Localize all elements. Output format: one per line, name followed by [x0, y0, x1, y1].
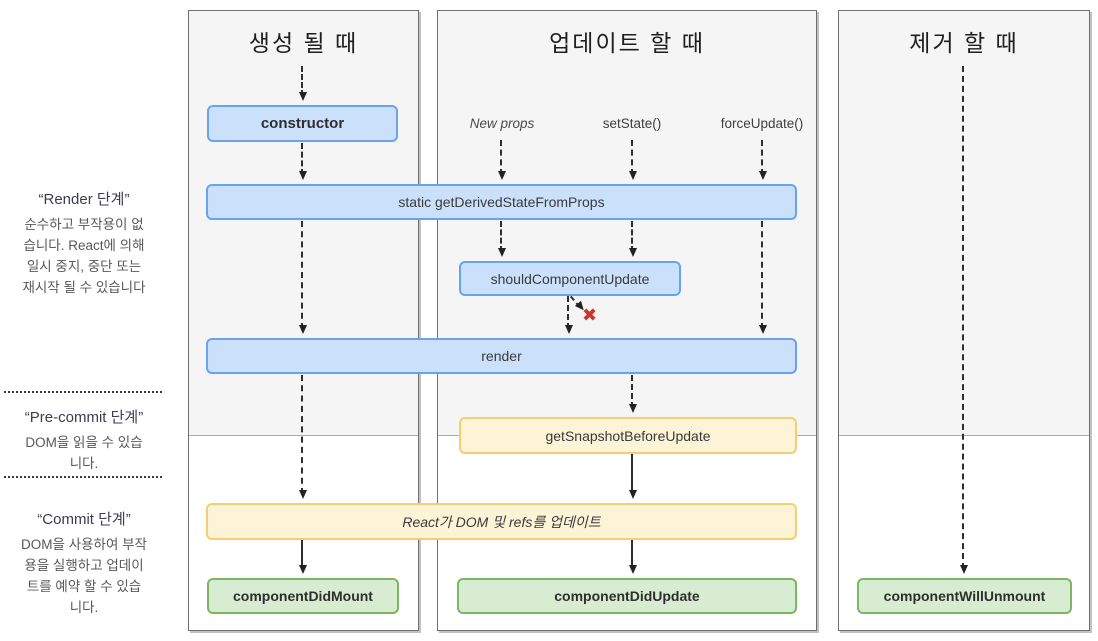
arrow-render-to-getsnapshot	[629, 375, 637, 413]
node-component-did-update[interactable]: componentDidUpdate	[457, 578, 797, 614]
node-component-did-mount[interactable]: componentDidMount	[207, 578, 399, 614]
phase-title: “Pre-commit 단계”	[24, 409, 144, 426]
arrow-forceupdate-to-render	[759, 221, 767, 334]
arrow-getderived-to-shouldupdate-right	[629, 221, 637, 257]
render-phase-background	[839, 11, 1089, 436]
trigger-new-props: New props	[469, 116, 535, 131]
phase-label-commit: “Commit 단계” DOM을 사용하여 부작 용을 실행하고 업데이 트를 …	[2, 508, 166, 618]
arrow-getderived-to-shouldupdate-left	[498, 221, 506, 257]
node-get-snapshot-before-update[interactable]: getSnapshotBeforeUpdate	[459, 417, 797, 454]
arrow-shouldupdate-to-render	[565, 296, 573, 334]
arrow-getsnapshot-to-reactupdate	[629, 454, 637, 499]
node-should-component-update[interactable]: shouldComponentUpdate	[459, 261, 681, 296]
phase-description: 순수하고 부작용이 없 습니다. React에 의해 일시 중지, 중단 또는 …	[22, 217, 146, 295]
panel-unmount	[838, 10, 1090, 631]
phase-label-precommit: “Pre-commit 단계” DOM을 읽을 수 있습 니다.	[2, 406, 166, 474]
trigger-force-update: forceUpdate()	[720, 116, 804, 131]
phase-separator	[4, 391, 162, 393]
arrow-newprops-to-getderived	[498, 140, 506, 180]
arrow-unmount-title-to-willunmount	[960, 66, 968, 574]
arrow-render-to-reactupdate-mount	[299, 375, 307, 499]
node-get-derived-state-from-props[interactable]: static getDerivedStateFromProps	[206, 184, 797, 220]
trigger-set-state: setState()	[602, 116, 662, 131]
phase-label-render: “Render 단계” 순수하고 부작용이 없 습니다. React에 의해 일…	[2, 188, 166, 298]
node-render[interactable]: render	[206, 338, 797, 374]
cancel-x-icon: ✖	[582, 305, 598, 325]
node-component-will-unmount[interactable]: componentWillUnmount	[857, 578, 1072, 614]
phase-description: DOM을 읽을 수 있습 니다.	[25, 435, 143, 471]
phase-separator	[4, 476, 162, 478]
phase-title: “Commit 단계”	[37, 511, 131, 528]
arrow-reactupdate-to-didupdate	[629, 540, 637, 574]
node-react-dom-update: React가 DOM 및 refs를 업데이트	[206, 503, 797, 540]
column-title-mount: 생성 될 때	[248, 30, 359, 56]
phase-title: “Render 단계”	[38, 191, 130, 208]
node-constructor[interactable]: constructor	[207, 105, 398, 142]
phase-description: DOM을 사용하여 부작 용을 실행하고 업데이 트를 예약 할 수 있습 니다…	[21, 537, 147, 615]
arrow-setstate-to-getderived	[629, 140, 637, 180]
column-title-unmount: 제거 할 때	[909, 30, 1019, 56]
arrow-mount-title-to-constructor	[299, 66, 307, 101]
column-title-update: 업데이트 할 때	[549, 30, 705, 56]
arrow-reactupdate-to-didmount	[299, 540, 307, 574]
arrow-forceupdate-to-getderived	[759, 140, 767, 180]
arrow-getderived-to-render-mount	[299, 221, 307, 334]
arrow-constructor-to-getderived	[299, 143, 307, 180]
